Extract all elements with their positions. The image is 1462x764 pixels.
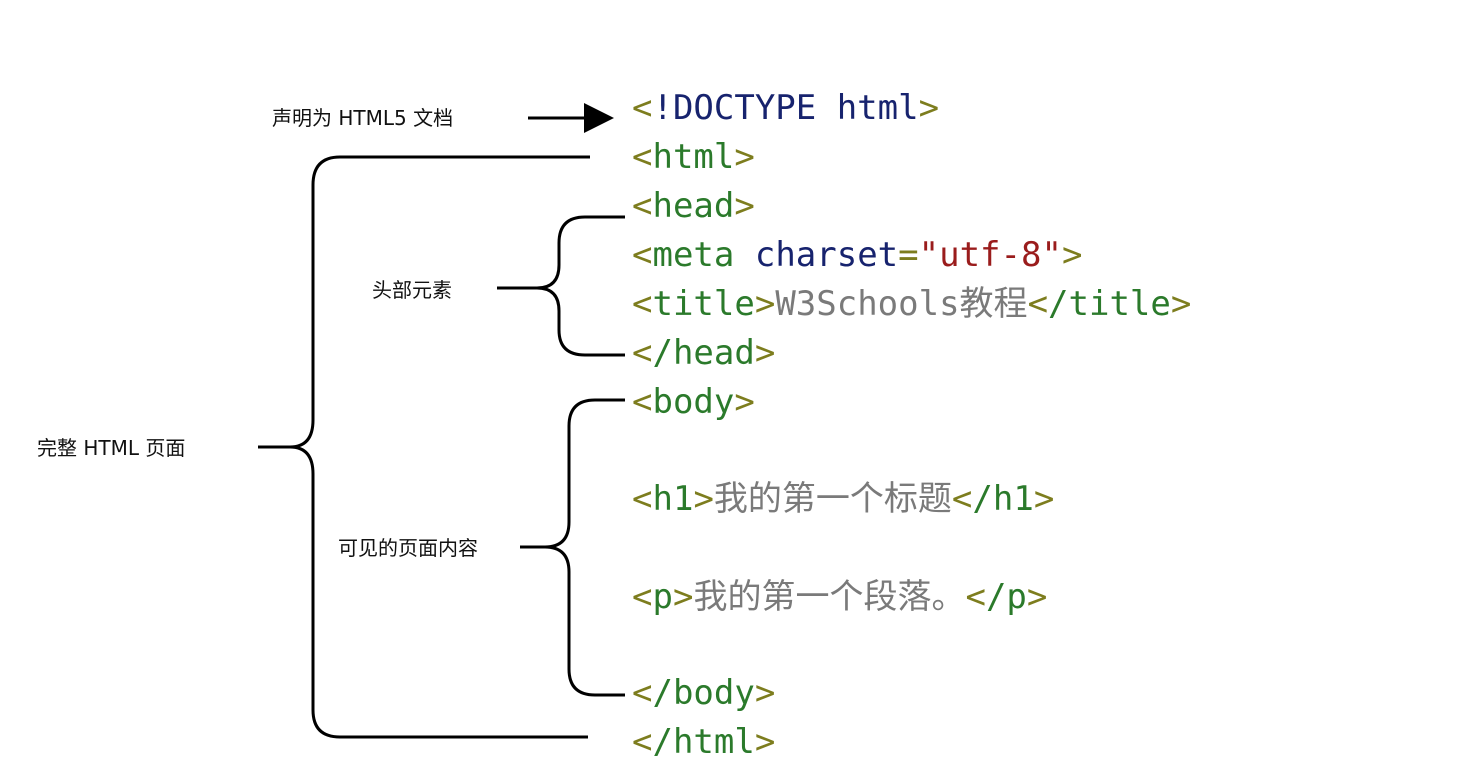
code-line-head-open: <head> [632, 186, 755, 226]
tag-name: p [652, 577, 673, 617]
head-annotation: 头部元素 [372, 278, 452, 302]
tag-name: /html [652, 722, 755, 762]
tag-name: h1 [652, 479, 694, 519]
tag-name: /head [652, 333, 755, 373]
tag-name: /h1 [972, 479, 1034, 519]
code-line-h1: <h1>我的第一个标题</h1> [632, 479, 1055, 519]
tag-name: /body [652, 673, 755, 713]
page-brace [258, 155, 590, 739]
tag-name: head [652, 186, 735, 226]
code-line-body-close: </body> [632, 673, 776, 713]
tag-name: /title [1048, 284, 1171, 324]
doctype-keyword: !DOCTYPE html [652, 88, 919, 128]
doctype-annotation: 声明为 HTML5 文档 [272, 106, 454, 130]
body-annotation: 可见的页面内容 [338, 536, 478, 560]
head-brace [497, 215, 625, 357]
tag-name: /p [985, 577, 1027, 617]
code-line-head-close: </head> [632, 333, 776, 373]
tag-name: title [652, 284, 755, 324]
tag-name: html [652, 137, 735, 177]
h1-text: 我的第一个标题 [713, 479, 952, 519]
code-line-title: <title>W3Schools教程</title> [632, 284, 1192, 324]
code-line-html-close: </html> [632, 722, 776, 762]
page-annotation: 完整 HTML 页面 [37, 436, 186, 460]
title-text: W3Schools教程 [775, 284, 1028, 324]
body-brace [520, 398, 625, 697]
tag-name: body [652, 382, 735, 422]
attribute-value: "utf-8" [918, 235, 1062, 275]
tag-name: meta [652, 235, 735, 275]
code-line-doctype: <!DOCTYPE html> [632, 88, 940, 128]
p-text: 我的第一个段落。 [693, 577, 966, 617]
code-line-html-open: <html> [632, 137, 755, 177]
code-line-p: <p>我的第一个段落。</p> [632, 577, 1048, 617]
code-line-body-open: <body> [632, 382, 755, 422]
attribute-name: charset [754, 235, 899, 275]
code-line-meta: <meta charset="utf-8"> [632, 235, 1083, 275]
